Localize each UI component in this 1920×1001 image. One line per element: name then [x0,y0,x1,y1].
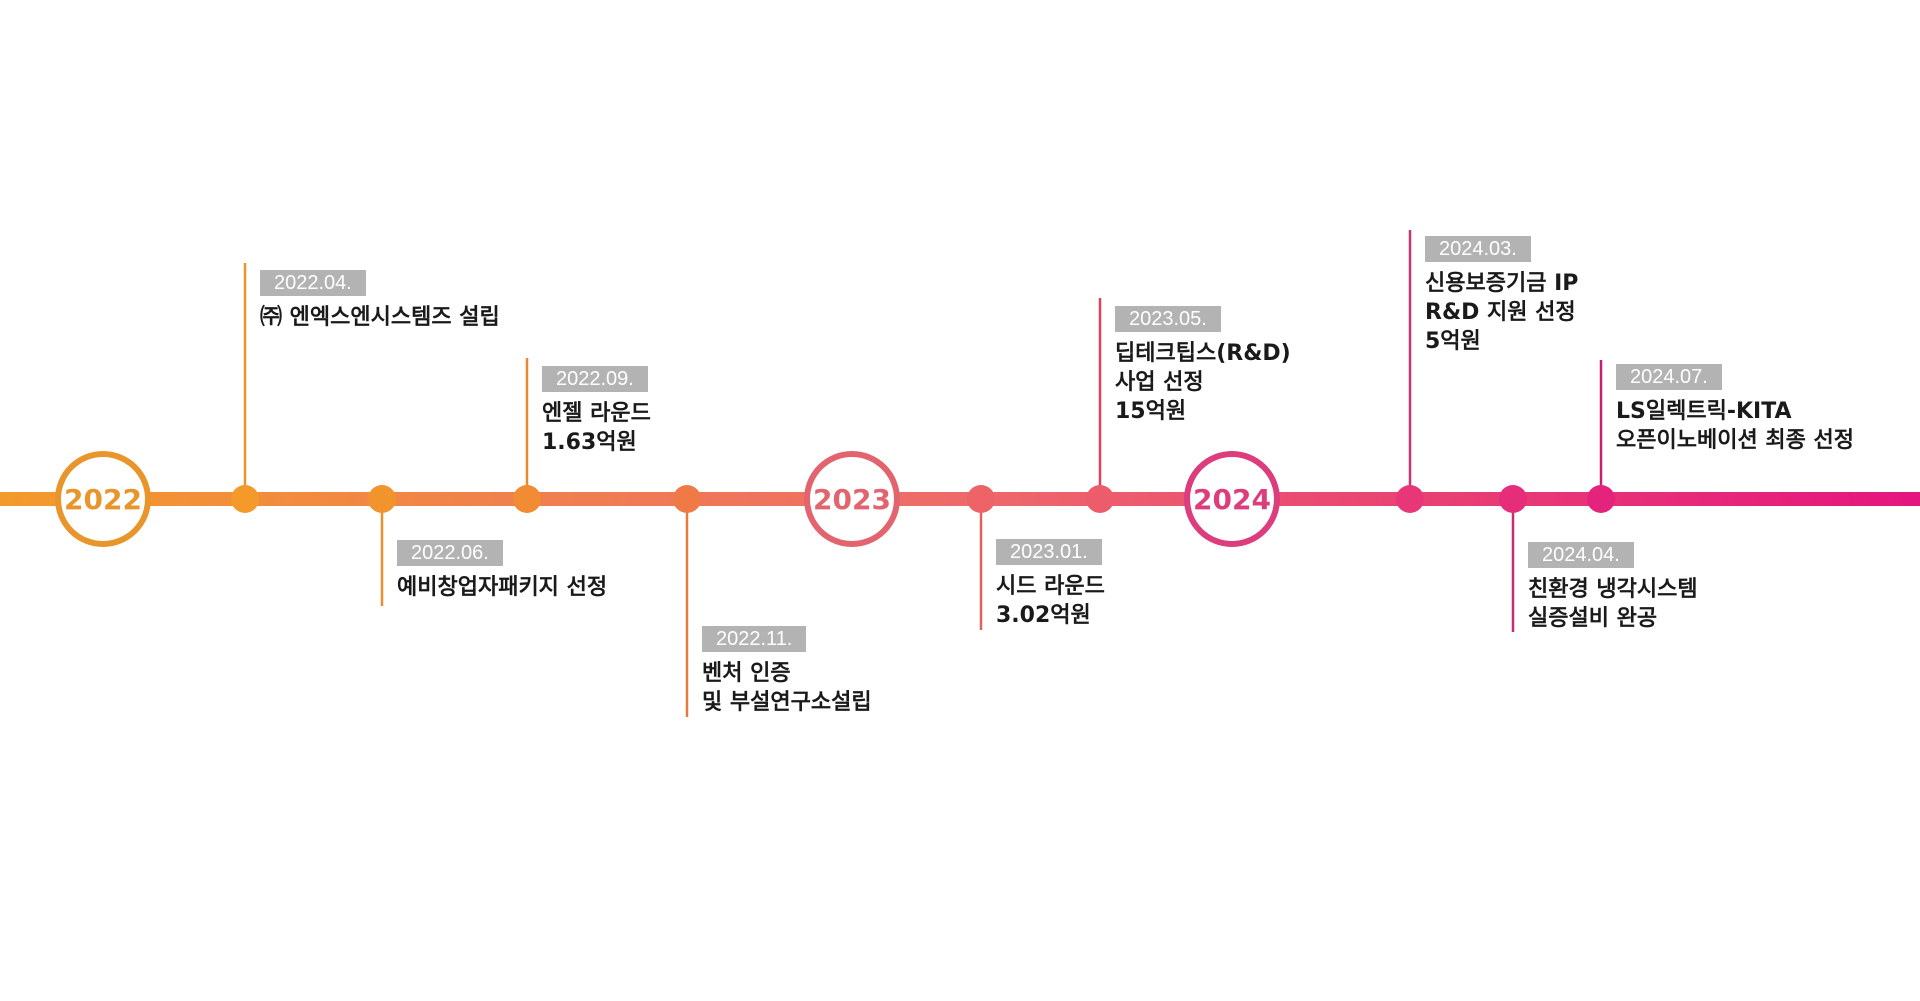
event-line: 벤처 인증 [702,661,791,686]
event-line: 신용보증기금 IP [1425,271,1579,296]
dot-2022-11 [673,485,701,513]
event-description: 벤처 인증 및 부설연구소설립 [702,659,872,717]
dot-2022-09 [513,485,541,513]
date-badge: 2024.03. [1425,236,1531,262]
event-description: 시드 라운드 3.02억원 [996,572,1105,630]
date-badge: 2023.05. [1115,306,1221,332]
event-line: LS일렉트릭-KITA [1616,399,1792,424]
event-line: 오픈이노베이션 최종 선정 [1616,428,1854,453]
event-line: ㈜ 엔엑스엔시스템즈 설립 [260,305,500,330]
event-line: 시드 라운드 [996,574,1105,599]
event-2022-04: 2022.04. ㈜ 엔엑스엔시스템즈 설립 [260,270,500,332]
event-2023-01: 2023.01. 시드 라운드 3.02억원 [996,539,1105,630]
event-line: 5억원 [1425,329,1481,354]
event-line: R&D 지원 선정 [1425,300,1576,325]
year-markers: 2022 2023 2024 [55,451,1280,547]
event-2024-04: 2024.04. 친환경 냉각시스템 실증설비 완공 [1528,542,1698,633]
timeline-line [0,492,1920,506]
year-circle-2023 [804,451,900,547]
year-label-2022: 2022 [64,483,142,516]
date-badge: 2024.04. [1528,542,1634,568]
event-description: 딥테크팁스(R&D) 사업 선정 15억원 [1115,339,1291,426]
date-badge: 2022.11. [702,626,807,652]
event-line: 예비창업자패키지 선정 [397,575,608,600]
event-2022-09: 2022.09. 엔젤 라운드 1.63억원 [542,366,651,457]
event-line: 3.02억원 [996,603,1091,628]
event-description: 엔젤 라운드 1.63억원 [542,399,651,457]
event-2024-03: 2024.03. 신용보증기금 IP R&D 지원 선정 5억원 [1425,236,1578,356]
event-description: ㈜ 엔엑스엔시스템즈 설립 [260,303,500,332]
event-line: 사업 선정 [1115,370,1204,395]
year-circle-2022 [55,451,151,547]
date-badge: 2022.04. [260,270,366,296]
event-line: 15억원 [1115,399,1187,424]
dot-2024-04 [1499,485,1527,513]
dot-2024-07 [1587,485,1615,513]
date-badge: 2024.07. [1616,364,1722,390]
year-circle-2024 [1184,451,1280,547]
dot-2023-05 [1086,485,1114,513]
event-description: LS일렉트릭-KITA 오픈이노베이션 최종 선정 [1616,397,1854,455]
date-badge: 2022.09. [542,366,648,392]
event-line: 실증설비 완공 [1528,606,1658,631]
year-label-2023: 2023 [813,483,891,516]
dot-2023-01 [967,485,995,513]
event-2022-11: 2022.11. 벤처 인증 및 부설연구소설립 [702,626,872,717]
year-label-2024: 2024 [1193,483,1271,516]
dot-2022-06 [368,485,396,513]
event-2022-06: 2022.06. 예비창업자패키지 선정 [397,540,607,602]
date-badge: 2022.06. [397,540,503,566]
event-dots [231,485,1615,513]
dot-2022-04 [231,485,259,513]
event-line: 엔젤 라운드 [542,401,651,426]
date-badge: 2023.01. [996,539,1102,565]
event-line: 딥테크팁스(R&D) [1115,341,1291,366]
event-2023-05: 2023.05. 딥테크팁스(R&D) 사업 선정 15억원 [1115,306,1291,426]
event-line: 및 부설연구소설립 [702,690,872,715]
dot-2024-03 [1396,485,1424,513]
event-line: 친환경 냉각시스템 [1528,577,1698,602]
connectors [243,230,1603,717]
event-2024-07: 2024.07. LS일렉트릭-KITA 오픈이노베이션 최종 선정 [1616,364,1854,455]
event-description: 친환경 냉각시스템 실증설비 완공 [1528,575,1698,633]
event-description: 신용보증기금 IP R&D 지원 선정 5억원 [1425,269,1578,356]
event-line: 1.63억원 [542,430,637,455]
event-description: 예비창업자패키지 선정 [397,573,607,602]
